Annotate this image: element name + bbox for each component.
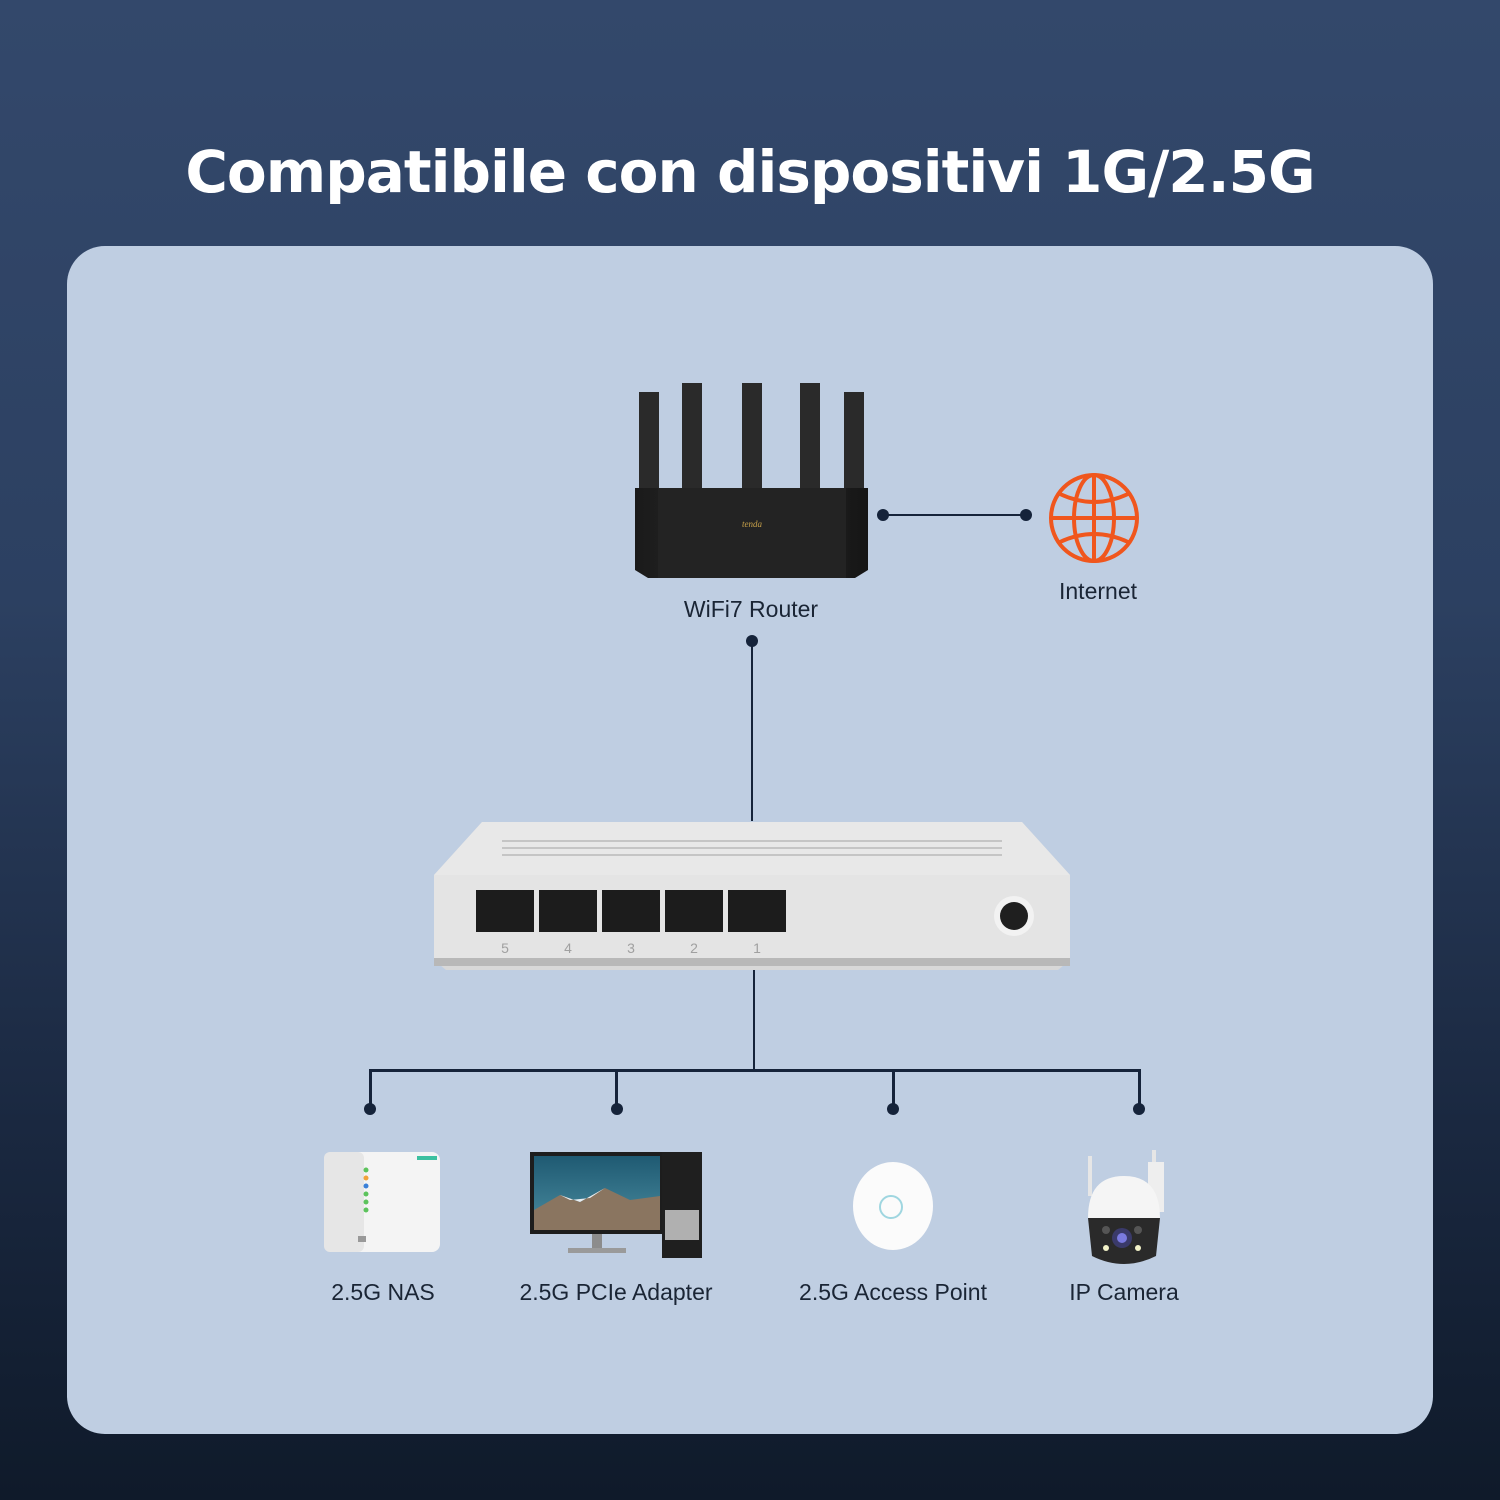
nas-icon (324, 1152, 440, 1252)
device-link (1138, 1069, 1141, 1109)
desktop-pc-icon (530, 1152, 702, 1258)
access-point-icon (853, 1162, 933, 1250)
link-node (887, 1103, 899, 1115)
port-number: 4 (564, 940, 572, 956)
device-bus-link (369, 1069, 1141, 1072)
link-node (1020, 509, 1032, 521)
router-switch-link (751, 641, 753, 821)
port-number: 3 (627, 940, 635, 956)
page-title: Compatibile con dispositivi 1G/2.5G (185, 138, 1315, 206)
ethernet-port (665, 890, 723, 932)
device-label-ap: 2.5G Access Point (799, 1279, 987, 1305)
ethernet-port (476, 890, 534, 932)
device-link (369, 1069, 372, 1109)
router-internet-link (883, 514, 1026, 516)
ethernet-port (728, 890, 786, 932)
switch-trunk-link (753, 970, 755, 1070)
svg-text:tenda: tenda (742, 519, 762, 529)
link-node (877, 509, 889, 521)
router-icon: tenda (635, 383, 868, 578)
ethernet-port (539, 890, 597, 932)
port-number: 5 (501, 940, 509, 956)
device-label-nas: 2.5G NAS (331, 1279, 435, 1305)
switch-icon: 5 4 3 2 1 (432, 820, 1072, 970)
ip-camera-icon (1088, 1150, 1164, 1264)
internet-label: Internet (1059, 578, 1137, 604)
port-number: 2 (690, 940, 698, 956)
link-node (1133, 1103, 1145, 1115)
link-node (611, 1103, 623, 1115)
globe-icon (1049, 473, 1139, 563)
link-node (364, 1103, 376, 1115)
device-label-pcie: 2.5G PCIe Adapter (519, 1279, 713, 1305)
device-label-camera: IP Camera (1069, 1279, 1179, 1305)
ethernet-port (602, 890, 660, 932)
device-link (892, 1069, 895, 1109)
port-number: 1 (753, 940, 761, 956)
router-label: WiFi7 Router (683, 596, 819, 622)
device-link (615, 1069, 618, 1109)
